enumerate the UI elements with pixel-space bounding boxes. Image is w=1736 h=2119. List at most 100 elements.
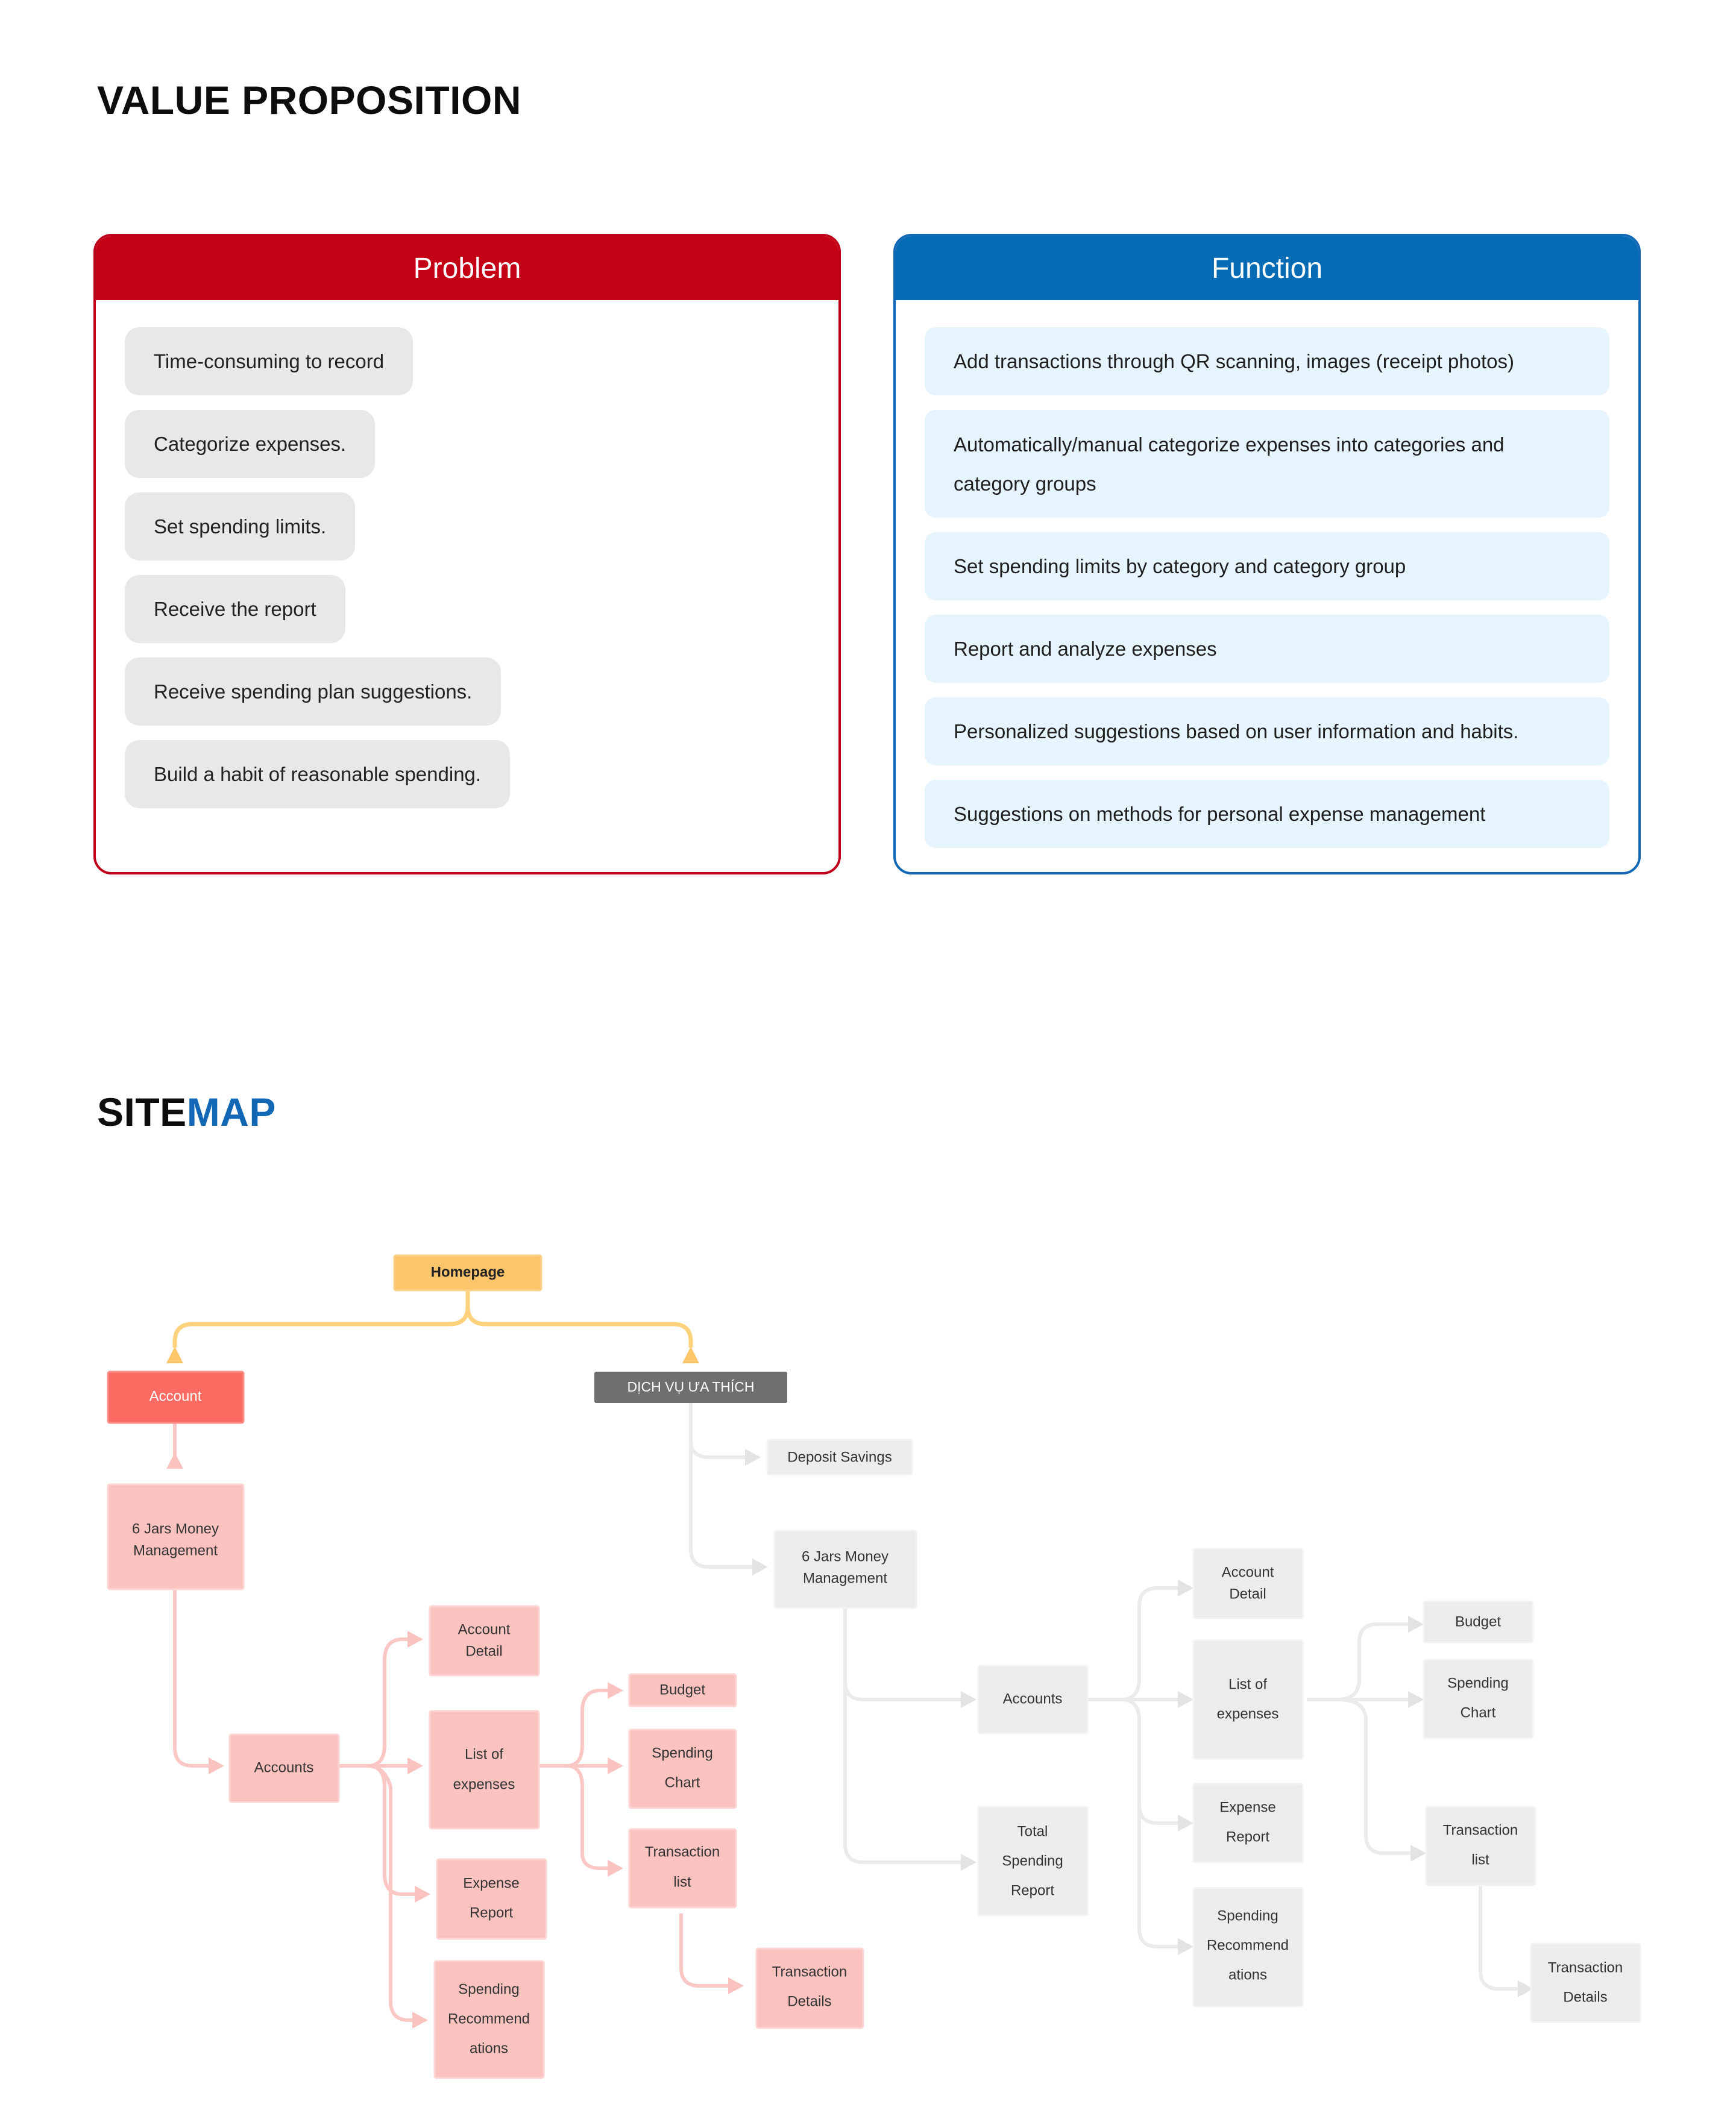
node-label-line: Spending <box>458 1981 519 1997</box>
node-label-line: Recommend <box>1207 1937 1289 1953</box>
node-label-line: Expense <box>1219 1799 1275 1815</box>
right-spending-rec-node: Spending Recommend ations <box>1192 1887 1304 2008</box>
account-node: Account <box>107 1370 245 1424</box>
sitemap-title-part2: MAP <box>186 1090 276 1134</box>
problem-item: Categorize expenses. <box>125 410 376 478</box>
left-branch-connectors <box>173 1423 737 2022</box>
problem-item: Time-consuming to record <box>125 327 414 395</box>
node-label-line: expenses <box>453 1776 515 1792</box>
right-account-detail-node: Account Detail <box>1192 1548 1304 1619</box>
node-label-line: 6 Jars Money <box>802 1548 888 1565</box>
right-accounts-node: Accounts <box>977 1665 1089 1734</box>
node-label-line: Account <box>458 1621 511 1637</box>
node-label-line: Report <box>470 1904 513 1921</box>
right-list-expenses-node: List of expenses <box>1192 1639 1304 1760</box>
right-transaction-list-node: Transaction list <box>1425 1806 1536 1886</box>
function-item: Automatically/manual categorize expenses… <box>925 410 1609 518</box>
node-label-line: Details <box>1563 1989 1607 2005</box>
left-spending-chart-node: Spending Chart <box>628 1728 737 1809</box>
node-label-line: Accounts <box>254 1759 314 1775</box>
account-label: Account <box>149 1388 202 1404</box>
problem-list: Time-consuming to record Categorize expe… <box>96 300 838 823</box>
function-item: Report and analyze expenses <box>925 615 1609 683</box>
node-label-line: Transaction <box>772 1964 848 1980</box>
node-label-line: Spending <box>1217 1907 1278 1924</box>
problem-card: Problem Time-consuming to record Categor… <box>93 234 841 874</box>
function-card: Function Add transactions through QR sca… <box>893 234 1641 874</box>
node-label-line: Chart <box>1461 1704 1496 1721</box>
right-expense-report-node: Expense Report <box>1192 1783 1304 1863</box>
problem-item: Set spending limits. <box>125 492 356 560</box>
problem-item: Build a habit of reasonable spending. <box>125 740 511 808</box>
node-label-line: Account <box>1222 1564 1274 1580</box>
function-item: Personalized suggestions based on user i… <box>925 697 1609 765</box>
right-transaction-details-node: Transaction Details <box>1530 1942 1641 2023</box>
left-transaction-details-node: Transaction Details <box>755 1947 864 2029</box>
function-card-header: Function <box>896 236 1638 300</box>
problem-item: Receive the report <box>125 575 345 643</box>
node-label-line: Total <box>1017 1823 1048 1839</box>
homepage-node: Homepage <box>393 1254 542 1292</box>
left-expense-report-node: Expense Report <box>436 1858 547 1940</box>
node-label-line: Accounts <box>1003 1690 1063 1707</box>
node-label-line: Transaction <box>645 1844 720 1860</box>
node-label-line: Chart <box>665 1774 700 1791</box>
node-label-line: Transaction <box>1443 1822 1518 1838</box>
dich-vu-node: DỊCH VỤ ƯA THÍCH <box>594 1372 787 1403</box>
right-6jars-node: 6 Jars Money Management <box>773 1530 917 1609</box>
node-label-line: Recommend <box>448 2011 530 2027</box>
homepage-label: Homepage <box>431 1264 505 1280</box>
node-label-line: Spending <box>1447 1675 1508 1691</box>
node-label-line: Deposit Savings <box>787 1449 892 1465</box>
right-budget-node: Budget <box>1423 1600 1534 1643</box>
right-branch-connectors <box>689 1397 1526 1991</box>
sitemap-title-part1: SITE <box>97 1090 187 1134</box>
node-label-line: list <box>1471 1851 1489 1868</box>
function-item: Add transactions through QR scanning, im… <box>925 327 1609 395</box>
left-account-detail-node: Account Detail <box>429 1605 540 1677</box>
deposit-savings-node: Deposit Savings <box>766 1439 913 1476</box>
function-item: Set spending limits by category and cate… <box>925 532 1609 600</box>
left-spending-rec-node: Spending Recommend ations <box>433 1960 545 2079</box>
arrowhead <box>166 1346 183 1363</box>
node-label-line: Spending <box>652 1745 712 1761</box>
node-label-line: Transaction <box>1548 1959 1623 1976</box>
node-label-line: Detail <box>465 1643 502 1659</box>
node-label-line: list <box>673 1874 691 1890</box>
node-label-line: Budget <box>1455 1613 1501 1630</box>
node-label-line: Detail <box>1229 1586 1266 1602</box>
left-6jars-node: 6 Jars Money Management <box>107 1483 245 1590</box>
problem-item: Receive spending plan suggestions. <box>125 658 502 726</box>
left-accounts-node: Accounts <box>228 1733 340 1803</box>
node-label-line: Report <box>1226 1829 1269 1845</box>
node-label-line: ations <box>470 2040 508 2056</box>
problem-card-header: Problem <box>96 236 838 300</box>
node-label-line: Details <box>787 1993 831 2009</box>
left-budget-node: Budget <box>628 1673 737 1707</box>
homepage-connectors <box>172 1290 693 1348</box>
right-total-report-node: Total Spending Report <box>977 1806 1089 1917</box>
node-label-line: Report <box>1011 1882 1054 1898</box>
node-label-line: Spending <box>1002 1853 1063 1869</box>
left-transaction-list-node: Transaction list <box>628 1828 737 1909</box>
node-label-line: Management <box>803 1570 887 1586</box>
node-label-line: Budget <box>659 1681 705 1698</box>
right-arrowheads <box>745 1449 1533 1997</box>
node-label-line: Expense <box>463 1875 519 1891</box>
right-spending-chart-node: Spending Chart <box>1423 1659 1534 1739</box>
node-label-line: List of <box>465 1746 503 1762</box>
value-proposition-title: VALUE PROPOSITION <box>97 78 522 122</box>
node-label-line: 6 Jars Money <box>132 1521 219 1537</box>
left-arrowheads <box>166 1452 744 2029</box>
node-label-line: ations <box>1228 1967 1267 1983</box>
function-item: Suggestions on methods for personal expe… <box>925 780 1609 848</box>
node-label-line: Management <box>133 1542 218 1559</box>
node-label-line: expenses <box>1217 1706 1279 1722</box>
arrowhead <box>682 1346 699 1363</box>
node-label-line: List of <box>1228 1676 1267 1692</box>
dich-vu-label: DỊCH VỤ ƯA THÍCH <box>627 1379 755 1395</box>
left-list-expenses-node: List of expenses <box>429 1710 540 1830</box>
function-list: Add transactions through QR scanning, im… <box>896 300 1638 848</box>
sitemap-title: SITEMAP <box>97 1092 276 1132</box>
